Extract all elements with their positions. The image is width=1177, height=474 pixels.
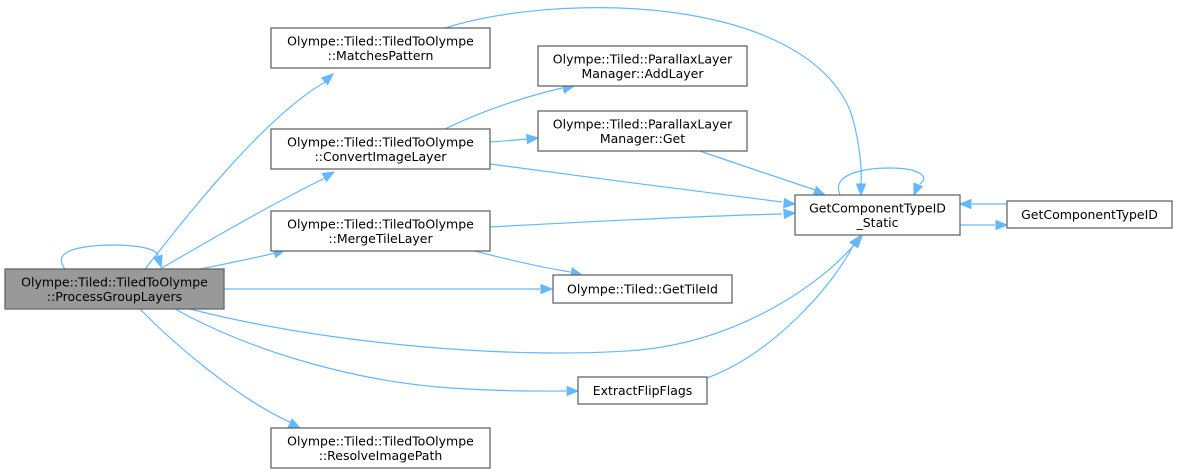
edge-line <box>199 252 276 270</box>
node-label: Manager::AddLayer <box>581 66 704 81</box>
edge-process-to-process <box>60 244 163 270</box>
node-box[interactable] <box>270 210 491 252</box>
edge-line <box>474 250 571 273</box>
node-addlayer[interactable]: Olympe::Tiled::ParallaxLayerManager::Add… <box>537 45 748 87</box>
edge-line <box>489 163 783 203</box>
edge-line <box>699 150 816 191</box>
edge-process-to-gettileid <box>224 283 554 295</box>
edge-line <box>706 245 854 379</box>
node-matches[interactable]: Olympe::Tiled::TiledToOlympe::MatchesPat… <box>270 27 491 69</box>
node-resolve[interactable]: Olympe::Tiled::TiledToOlympe::ResolveIma… <box>270 427 491 469</box>
node-label: ::ResolveImagePath <box>319 448 443 463</box>
node-flip[interactable]: ExtractFlipFlags <box>577 376 708 405</box>
node-label: Olympe::Tiled::GetTileId <box>567 282 718 297</box>
edges <box>60 7 1009 429</box>
node-gettileid[interactable]: Olympe::Tiled::GetTileId <box>552 274 733 304</box>
edge-matches-to-static <box>444 7 867 197</box>
edge-flip-to-static <box>706 234 861 379</box>
node-label: GetComponentTypeID <box>1021 207 1158 222</box>
edge-line <box>489 213 783 228</box>
edge-merge-to-static <box>489 208 797 228</box>
node-convert[interactable]: Olympe::Tiled::TiledToOlympe::ConvertIma… <box>270 128 491 170</box>
edge-process-to-convert <box>159 171 336 270</box>
arrowhead-icon <box>783 197 797 209</box>
edge-process-to-flip <box>174 308 580 397</box>
nodes: Olympe::Tiled::TiledToOlympe::ProcessGro… <box>4 27 1173 469</box>
node-label: Manager::Get <box>600 131 685 146</box>
arrowhead-icon <box>320 73 334 86</box>
arrowhead-icon <box>995 219 1009 231</box>
edge-convert-to-static <box>489 163 797 209</box>
arrowhead-icon <box>152 254 163 269</box>
arrowhead-icon <box>566 385 580 397</box>
arrowhead-icon <box>783 208 797 220</box>
edge-line <box>189 243 856 354</box>
edge-line <box>837 167 925 196</box>
edge-convert-to-get <box>489 133 540 145</box>
node-label: Olympe::Tiled::ParallaxLayer <box>553 116 733 131</box>
node-label: Olympe::Tiled::TiledToOlympe <box>287 33 474 48</box>
edge-static-to-gcti <box>959 219 1009 231</box>
edge-line <box>144 81 326 270</box>
node-label: Olympe::Tiled::TiledToOlympe <box>287 216 474 231</box>
edge-get-to-static <box>699 150 827 196</box>
edge-line <box>489 138 528 143</box>
edge-line <box>159 177 326 270</box>
node-box[interactable] <box>552 274 733 304</box>
node-label: Olympe::Tiled::TiledToOlympe <box>21 274 208 289</box>
edge-process-to-matches <box>144 73 334 270</box>
arrowhead-icon <box>855 183 867 197</box>
node-label: ::MatchesPattern <box>328 48 434 63</box>
node-box[interactable] <box>794 194 961 236</box>
edge-merge-to-gettileid <box>474 250 584 278</box>
node-label: ::MergeTileLayer <box>328 231 433 246</box>
node-static[interactable]: GetComponentTypeID_Static <box>794 194 961 236</box>
node-box[interactable] <box>270 128 491 170</box>
arrowhead-icon <box>849 234 861 249</box>
node-label: GetComponentTypeID <box>809 200 946 215</box>
edge-process-to-resolve <box>139 308 302 429</box>
edge-line <box>60 244 159 270</box>
arrowhead-icon <box>958 198 972 210</box>
edge-process-to-static <box>189 235 863 354</box>
edge-line <box>444 7 862 186</box>
node-box[interactable] <box>537 45 748 87</box>
arrowhead-icon <box>526 133 540 145</box>
node-box[interactable] <box>577 376 708 405</box>
node-label: ::ConvertImageLayer <box>315 149 448 164</box>
node-label: _Static <box>856 215 899 230</box>
node-label: ::ProcessGroupLayers <box>47 289 182 304</box>
edge-static-to-static <box>837 167 925 197</box>
node-box <box>4 268 225 310</box>
node-label: Olympe::Tiled::TiledToOlympe <box>287 134 474 149</box>
node-gcti[interactable]: GetComponentTypeID <box>1006 200 1173 229</box>
node-box[interactable] <box>270 27 491 69</box>
edge-process-to-merge <box>199 248 287 270</box>
node-label: ExtractFlipFlags <box>593 383 693 398</box>
node-box[interactable] <box>537 110 748 152</box>
edge-gcti-to-static <box>958 198 1007 210</box>
arrowhead-icon <box>913 182 924 197</box>
node-box[interactable] <box>1006 200 1173 229</box>
node-merge[interactable]: Olympe::Tiled::TiledToOlympe::MergeTileL… <box>270 210 491 252</box>
node-label: Olympe::Tiled::ParallaxLayer <box>553 51 733 66</box>
node-label: Olympe::Tiled::TiledToOlympe <box>287 433 474 448</box>
edge-line <box>174 308 567 392</box>
arrowhead-icon <box>287 418 302 429</box>
arrowhead-icon <box>540 283 554 295</box>
edge-line <box>444 87 563 130</box>
arrowhead-icon <box>812 185 827 196</box>
arrowhead-icon <box>321 171 336 183</box>
edge-line <box>139 308 291 423</box>
node-box[interactable] <box>270 427 491 469</box>
node-process: Olympe::Tiled::TiledToOlympe::ProcessGro… <box>4 268 225 310</box>
